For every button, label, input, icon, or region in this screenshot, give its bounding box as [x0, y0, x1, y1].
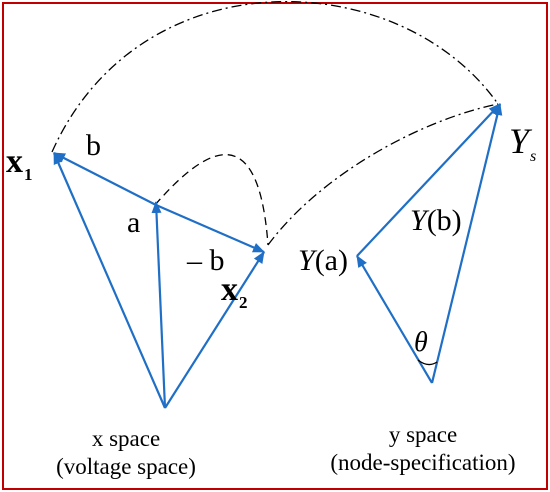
vector-origin-to-ya: [356, 255, 433, 384]
label-x2: x2: [221, 271, 248, 312]
vector-origin-to-x1: [52, 152, 167, 409]
arc-a-to-yb: [154, 153, 269, 246]
label-a: a: [127, 206, 140, 239]
label-b: b: [86, 129, 101, 162]
vector-a-to-x2: [155, 203, 265, 254]
label-yb: Y(b): [410, 204, 462, 237]
label-x1: x1: [6, 143, 33, 184]
vector-a-to-x1: [53, 152, 157, 206]
vector-ya-to-ys: [356, 103, 501, 257]
label-theta: θ: [414, 327, 428, 358]
arc-x1-to-ys: [51, 0, 499, 153]
caption-y-space-sub: (node-specification): [330, 450, 515, 475]
vector-origin-to-a: [151, 201, 167, 409]
theta-angle-arc: [417, 359, 438, 366]
label-ya: Y(a): [298, 244, 348, 277]
vector-origin-to-ys: [430, 103, 503, 384]
label-ys: Ys: [509, 121, 536, 165]
arc-minus-b-to-ya: [267, 103, 499, 246]
label-minus-b: – b: [186, 244, 225, 277]
caption-x-space: x space: [92, 426, 160, 451]
caption-y-space: y space: [389, 422, 457, 447]
caption-x-space-sub: (voltage space): [56, 454, 196, 479]
vector-origin-to-x2: [164, 251, 265, 409]
